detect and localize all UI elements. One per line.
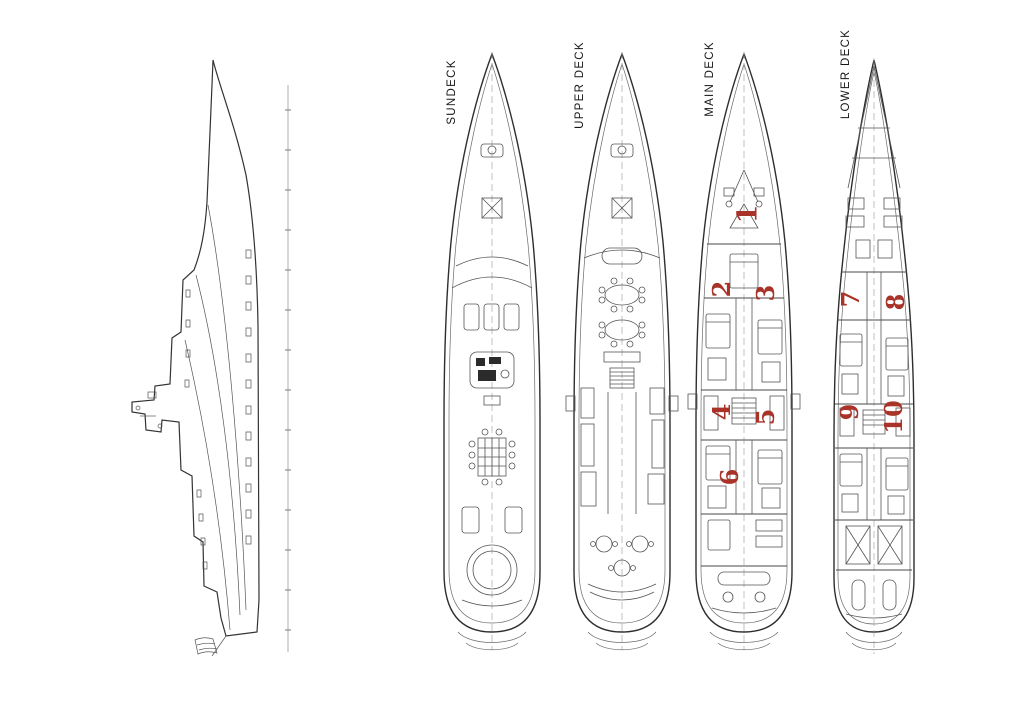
profile-hull: [131, 59, 260, 637]
cabin-number-4: 4: [707, 403, 736, 421]
main-deck-interior: [687, 169, 801, 614]
sundeck-hull: [443, 52, 541, 651]
cabin-number-6: 6: [715, 468, 744, 486]
main-deck-hull: [695, 52, 793, 651]
deck-plan-lower-deck: [816, 58, 932, 663]
deck-plan-main-deck: [686, 52, 802, 657]
profile-hull-windows: [245, 249, 252, 545]
lower-deck-hull: [833, 58, 915, 654]
cabin-number-2: 2: [707, 280, 736, 298]
deck-plan-upper-deck: [564, 52, 680, 657]
cabin-number-7: 7: [836, 290, 865, 308]
upper-deck-hull: [573, 52, 671, 651]
cabin-number-5: 5: [751, 408, 780, 426]
cabin-number-8: 8: [881, 293, 910, 311]
cabin-number-1: 1: [732, 204, 764, 224]
yacht-side-profile: [131, 59, 291, 657]
cabin-number-3: 3: [751, 284, 780, 302]
cabin-number-9: 9: [835, 403, 864, 421]
lower-deck-interior: [835, 65, 913, 619]
profile-superstructure-windows: [184, 289, 208, 570]
sundeck-furniture: [451, 143, 533, 607]
deck-plan-sundeck: [434, 52, 550, 657]
stern-flag: [194, 635, 227, 657]
upper-deck-furniture: [565, 143, 679, 601]
datum-line: [285, 85, 291, 652]
cabin-number-10: 10: [879, 400, 908, 434]
profile-mast-radar: [135, 391, 163, 429]
